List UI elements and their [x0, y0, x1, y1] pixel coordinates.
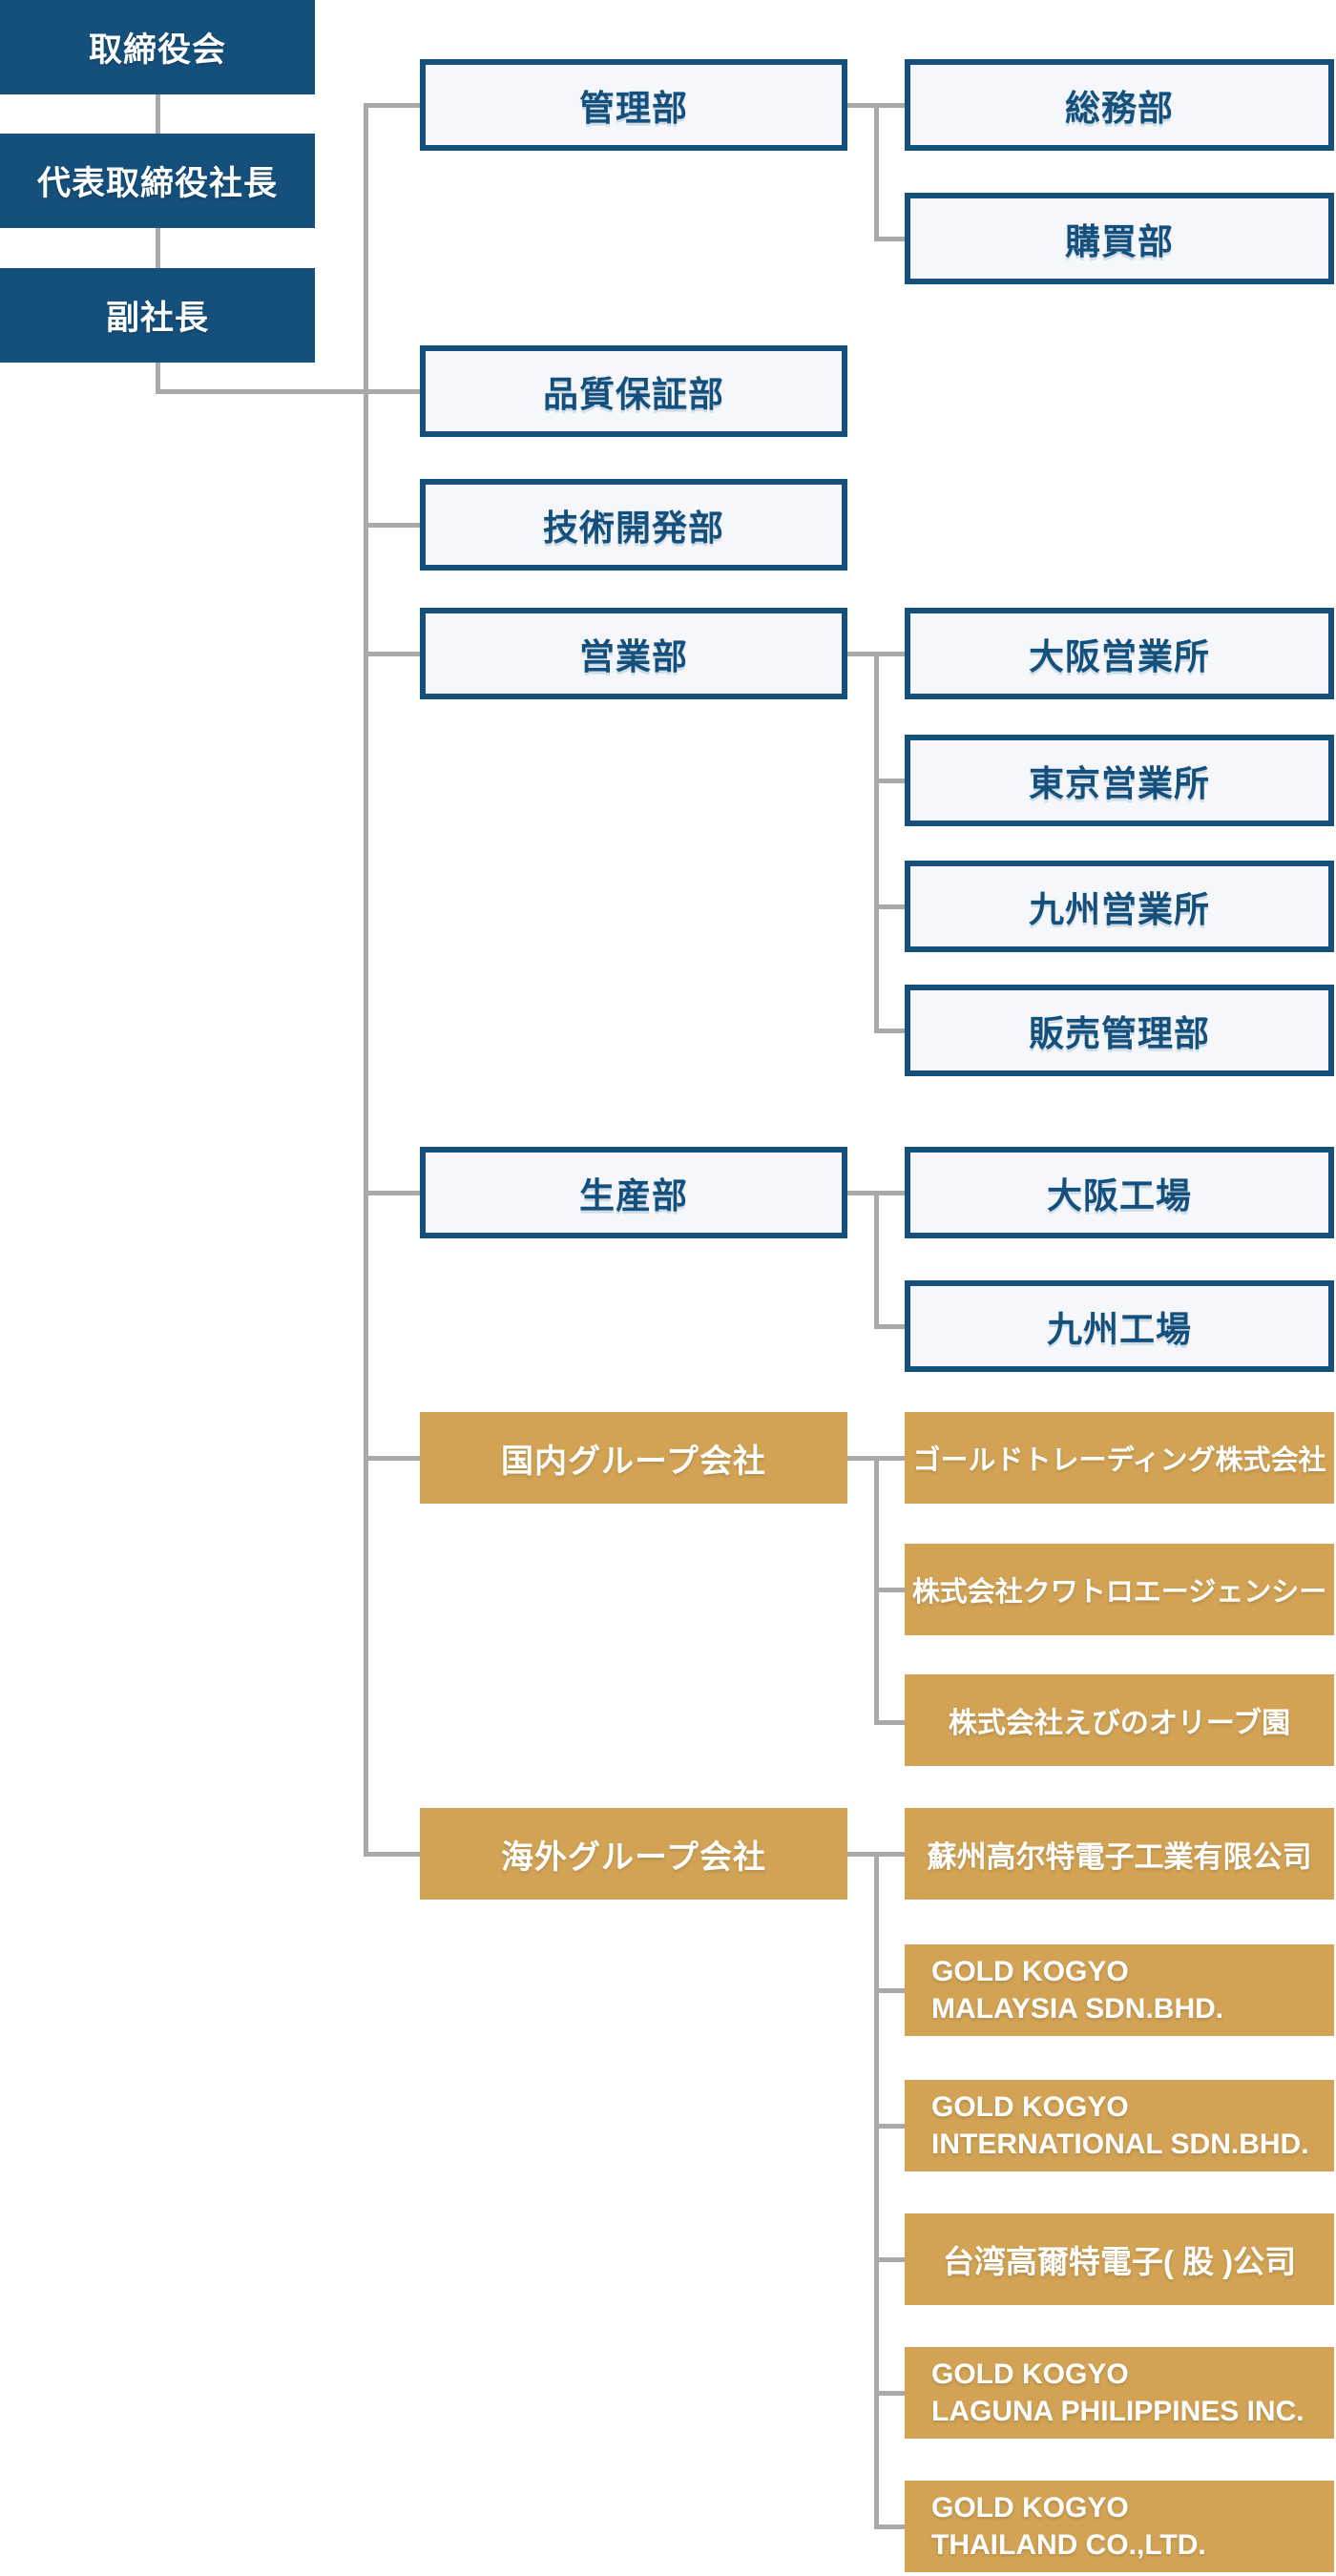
node-vice-president-label: 副社長 — [105, 300, 209, 337]
node-gk-international-line1: GOLD KOGYO — [931, 2091, 1129, 2123]
node-taiwan-gold-electronics-label: 台湾高爾特電子( 股 )公司 — [942, 2244, 1297, 2279]
node-gk-international: GOLD KOGYO INTERNATIONAL SDN.BHD. — [905, 2080, 1334, 2171]
node-gold-trading-label: ゴールドトレーディング株式会社 — [912, 1445, 1326, 1476]
node-president-label: 代表取締役社長 — [36, 165, 278, 202]
node-gk-malaysia: GOLD KOGYO MALAYSIA SDN.BHD. — [905, 1944, 1334, 2036]
connector-branch-admin — [365, 103, 420, 108]
connector-branch-rnd — [365, 523, 420, 528]
node-ebino-olive-garden-label: 株式会社えびのオリーブ園 — [948, 1708, 1291, 1739]
node-suzhou-gold-electronics: 蘇州高尔特電子工業有限公司 — [905, 1808, 1334, 1900]
node-overseas-group-label: 海外グループ会社 — [501, 1839, 766, 1876]
node-ebino-olive-garden: 株式会社えびのオリーブ園 — [905, 1674, 1334, 1766]
node-vice-president: 副社長 — [0, 268, 315, 363]
node-sales-dept: 営業部 — [420, 608, 847, 699]
connector-branch-domestic — [365, 1456, 420, 1461]
node-gk-laguna-philippines: GOLD KOGYO LAGUNA PHILIPPINES INC. — [905, 2347, 1334, 2439]
node-gk-thailand-line1: GOLD KOGYO — [931, 2492, 1129, 2524]
node-osaka-plant: 大阪工場 — [905, 1147, 1334, 1238]
node-gk-laguna-philippines-line1: GOLD KOGYO — [931, 2358, 1129, 2390]
connector-trunk — [364, 103, 368, 1857]
node-quality-assurance-dept: 品質保証部 — [420, 345, 847, 437]
node-production-dept-label: 生産部 — [579, 1176, 688, 1215]
node-president: 代表取締役社長 — [0, 134, 315, 228]
node-osaka-plant-label: 大阪工場 — [1047, 1176, 1192, 1215]
node-gk-malaysia-line2: MALAYSIA SDN.BHD. — [931, 1993, 1224, 2025]
connector-branch-sales — [365, 652, 420, 656]
node-sales-management-dept: 販売管理部 — [905, 985, 1334, 1076]
node-quattro-agency-label: 株式会社クワトロエージェンシー — [911, 1577, 1327, 1608]
node-taiwan-gold-electronics: 台湾高爾特電子( 股 )公司 — [905, 2213, 1334, 2305]
connector-domestic-child2 — [874, 1588, 905, 1592]
connector-production-child2 — [874, 1324, 905, 1329]
connector-sales-child3 — [874, 904, 905, 909]
connector-branch-production — [365, 1191, 420, 1195]
node-suzhou-gold-electronics-label: 蘇州高尔特電子工業有限公司 — [927, 1839, 1312, 1874]
node-tokyo-sales-office: 東京営業所 — [905, 735, 1334, 826]
connector-branch-overseas — [365, 1852, 420, 1857]
node-osaka-sales-office-label: 大阪営業所 — [1029, 637, 1210, 676]
node-gk-international-line2: INTERNATIONAL SDN.BHD. — [931, 2129, 1309, 2160]
connector-president-vp — [156, 228, 160, 268]
node-quattro-agency: 株式会社クワトロエージェンシー — [905, 1544, 1334, 1635]
node-gk-malaysia-line1: GOLD KOGYO — [931, 1956, 1129, 1987]
node-purchasing-dept: 購買部 — [905, 193, 1334, 284]
node-gold-trading: ゴールドトレーディング株式会社 — [905, 1412, 1334, 1504]
node-rnd-dept: 技術開発部 — [420, 479, 847, 571]
connector-production-rail — [874, 1191, 879, 1329]
node-board-label: 取締役会 — [88, 31, 226, 69]
node-purchasing-dept-label: 購買部 — [1065, 222, 1174, 261]
connector-vp-down — [156, 363, 160, 394]
node-sales-management-dept-label: 販売管理部 — [1029, 1014, 1210, 1053]
connector-sales-child4 — [874, 1028, 905, 1033]
node-rnd-dept-label: 技術開発部 — [543, 509, 724, 548]
node-sales-dept-label: 営業部 — [579, 637, 688, 676]
node-tokyo-sales-office-label: 東京営業所 — [1029, 764, 1210, 803]
connector-overseas-child4 — [874, 2257, 905, 2262]
node-quality-assurance-dept-label: 品質保証部 — [543, 375, 724, 414]
connector-domestic-child3 — [874, 1720, 905, 1725]
connector-overseas-child6 — [874, 2524, 905, 2529]
node-general-affairs-dept: 総務部 — [905, 59, 1334, 151]
node-board: 取締役会 — [0, 0, 315, 94]
connector-overseas-child3 — [874, 2124, 905, 2129]
node-overseas-group: 海外グループ会社 — [420, 1808, 847, 1900]
node-domestic-group: 国内グループ会社 — [420, 1412, 847, 1504]
connector-sales-rail — [874, 652, 879, 1033]
node-gk-laguna-philippines-line2: LAGUNA PHILIPPINES INC. — [931, 2396, 1305, 2427]
connector-admin-rail — [874, 103, 879, 241]
node-admin-dept: 管理部 — [420, 59, 847, 151]
connector-admin-child2 — [874, 237, 905, 241]
node-production-dept: 生産部 — [420, 1147, 847, 1238]
node-general-affairs-dept-label: 総務部 — [1065, 89, 1174, 128]
node-gk-thailand-line2: THAILAND CO.,LTD. — [931, 2529, 1206, 2561]
node-osaka-sales-office: 大阪営業所 — [905, 608, 1334, 699]
node-admin-dept-label: 管理部 — [579, 89, 688, 128]
connector-overseas-rail — [874, 1852, 879, 2529]
node-domestic-group-label: 国内グループ会社 — [501, 1443, 766, 1480]
node-kyushu-plant: 九州工場 — [905, 1280, 1334, 1372]
node-kyushu-plant-label: 九州工場 — [1047, 1310, 1192, 1349]
connector-overseas-child5 — [874, 2391, 905, 2396]
connector-board-president — [156, 94, 160, 134]
node-kyushu-sales-office-label: 九州営業所 — [1029, 890, 1210, 929]
node-gk-thailand: GOLD KOGYO THAILAND CO.,LTD. — [905, 2481, 1334, 2572]
node-kyushu-sales-office: 九州営業所 — [905, 861, 1334, 952]
connector-overseas-child2 — [874, 1988, 905, 1993]
connector-sales-child2 — [874, 779, 905, 783]
connector-vp-trunk — [156, 389, 420, 394]
